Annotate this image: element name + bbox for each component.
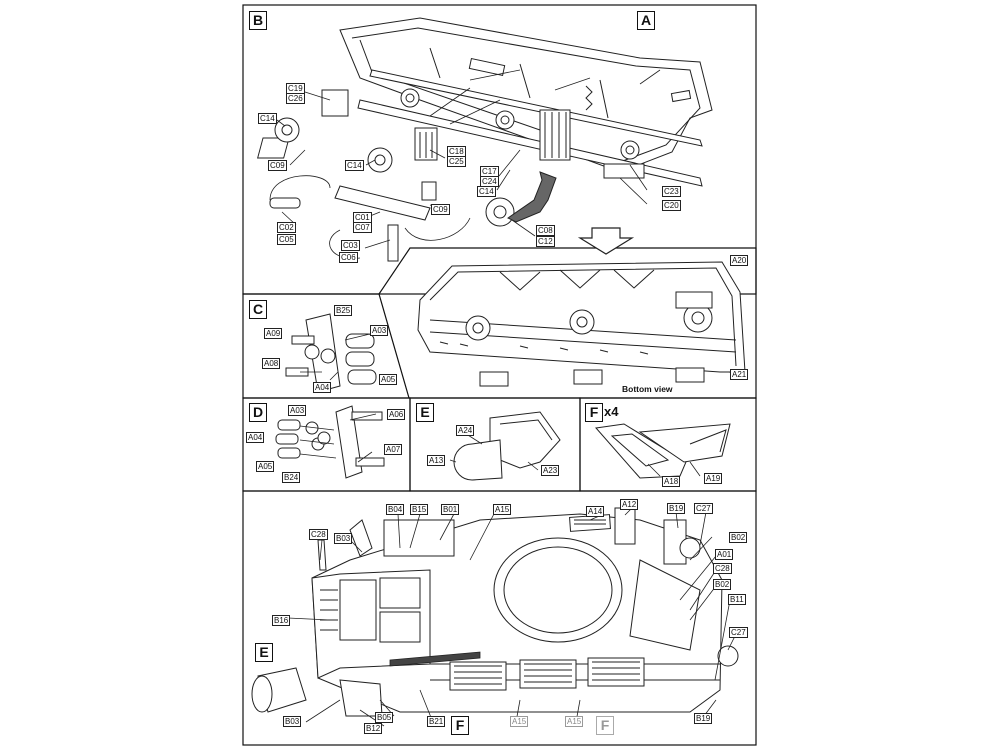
part-label-a23: A23 [541, 465, 560, 476]
part-label-c27: C27 [729, 627, 748, 638]
part-label-a15: A15 [565, 716, 584, 727]
part-label-b01: B01 [441, 504, 460, 515]
part-label-a20: A20 [730, 255, 749, 266]
axle-assembly [257, 69, 703, 262]
part-label-a18: A18 [662, 476, 681, 487]
part-label-a21: A21 [730, 369, 749, 380]
part-label-c25: C25 [447, 156, 466, 167]
panel-f-drawing [595, 423, 731, 479]
panel-c-drawing [285, 313, 377, 393]
part-label-b24: B24 [282, 472, 301, 483]
part-label-b15: B15 [410, 504, 429, 515]
bottom-view-caption: Bottom view [622, 384, 673, 394]
part-label-c12: C12 [536, 236, 555, 247]
step-f-main-label-1: F [451, 716, 469, 735]
part-label-b12: B12 [364, 723, 383, 734]
multiplier-label: x4 [604, 404, 619, 419]
panel-e-drawing [453, 411, 561, 481]
part-label-b04: B04 [386, 504, 405, 515]
part-label-c23: C23 [662, 186, 681, 197]
hull-bottom-drawing [339, 17, 713, 173]
part-label-b02: B02 [729, 532, 748, 543]
part-label-b21: B21 [427, 716, 446, 727]
part-label-c27: C27 [694, 503, 713, 514]
part-label-c09: C09 [431, 204, 450, 215]
part-label-a09: A09 [264, 328, 283, 339]
bottom-view-drawing [417, 261, 746, 387]
part-label-a15: A15 [493, 504, 512, 515]
part-label-b02: B02 [713, 579, 732, 590]
part-label-a04: A04 [313, 382, 332, 393]
part-label-c14: C14 [477, 186, 496, 197]
leader-lines-b [269, 69, 661, 259]
part-label-a15: A15 [510, 716, 529, 727]
part-label-a08: A08 [262, 358, 281, 369]
step-f-label: F [585, 403, 603, 422]
part-label-c09: C09 [268, 160, 287, 171]
part-label-a06: A06 [387, 409, 406, 420]
step-e-main-label: E [255, 643, 273, 662]
part-label-c05: C05 [277, 234, 296, 245]
part-label-b25: B25 [334, 305, 353, 316]
part-label-c08: C08 [536, 225, 555, 236]
part-label-a24: A24 [456, 425, 475, 436]
step-f-main-label-2: F [596, 716, 614, 735]
part-label-a05: A05 [256, 461, 275, 472]
part-label-b19: B19 [667, 503, 686, 514]
highlight-bar [389, 651, 481, 667]
panel-d-drawing [275, 405, 385, 479]
part-label-c28: C28 [713, 563, 732, 574]
part-label-a04: A04 [246, 432, 265, 443]
leader-lines-main [287, 507, 737, 727]
part-label-b03: B03 [283, 716, 302, 727]
part-label-b05: B05 [375, 712, 394, 723]
part-label-b16: B16 [272, 615, 291, 626]
step-e-label: E [416, 403, 434, 422]
part-label-a13: A13 [427, 455, 446, 466]
arrow-to-bottom-view [577, 227, 635, 255]
step-d-label: D [249, 403, 267, 422]
part-label-c28: C28 [309, 529, 328, 540]
part-label-c14: C14 [345, 160, 364, 171]
part-label-a12: A12 [620, 499, 639, 510]
part-label-c20: C20 [662, 200, 681, 211]
step-b-label: B [249, 11, 267, 30]
part-label-a03: A03 [370, 325, 389, 336]
part-label-b19: B19 [694, 713, 713, 724]
drive-shaft-highlight [507, 171, 557, 223]
part-label-c06: C06 [339, 252, 358, 263]
panel-main-border [242, 490, 757, 746]
step-a-label: A [637, 11, 655, 30]
step-c-label: C [249, 300, 267, 319]
part-label-c26: C26 [286, 93, 305, 104]
part-label-a07: A07 [384, 444, 403, 455]
part-label-c07: C07 [353, 222, 372, 233]
part-label-c02: C02 [277, 222, 296, 233]
part-label-c14: C14 [258, 113, 277, 124]
part-label-b11: B11 [728, 594, 746, 605]
part-label-c03: C03 [341, 240, 360, 251]
part-label-a14: A14 [586, 506, 605, 517]
part-label-a03: A03 [288, 405, 307, 416]
part-label-b03: B03 [334, 533, 353, 544]
part-label-a01: A01 [715, 549, 734, 560]
part-label-a19: A19 [704, 473, 723, 484]
part-label-a05: A05 [379, 374, 398, 385]
